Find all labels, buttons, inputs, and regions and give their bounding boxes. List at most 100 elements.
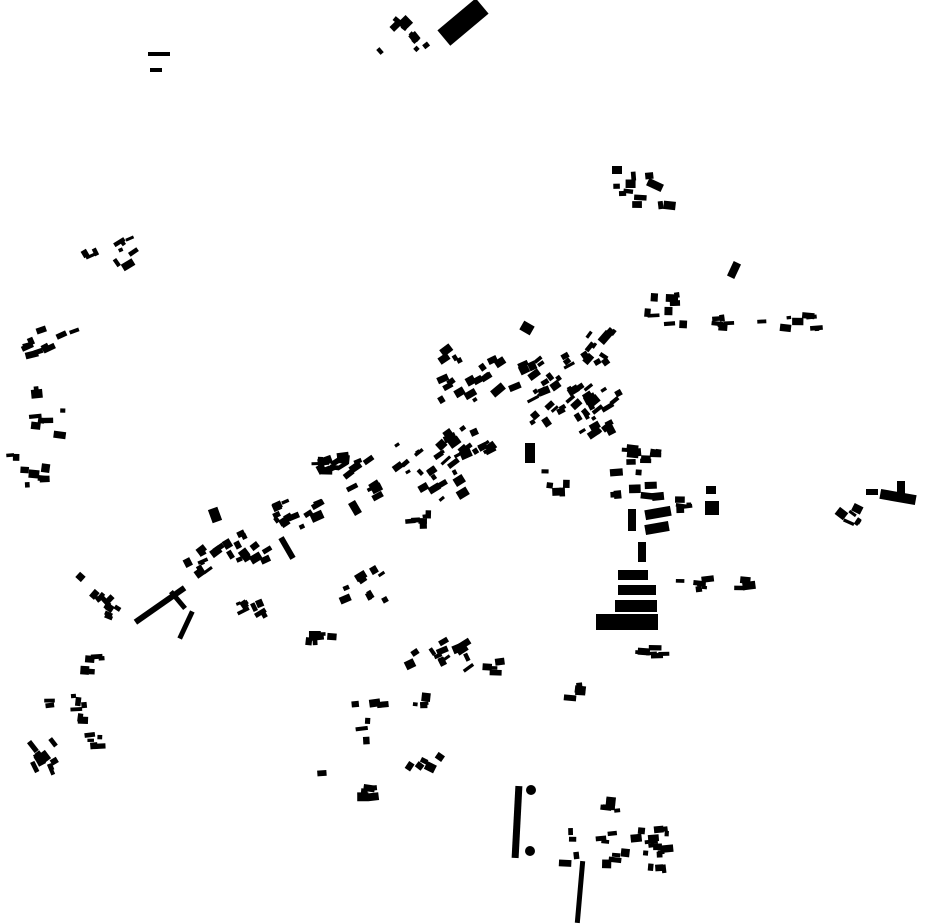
building	[701, 575, 715, 583]
building	[644, 172, 654, 180]
building	[637, 827, 646, 835]
building	[647, 313, 660, 318]
building	[372, 785, 378, 791]
building	[377, 570, 386, 578]
building	[854, 517, 862, 525]
building	[169, 589, 187, 611]
building	[648, 645, 662, 651]
building	[84, 655, 95, 664]
building	[545, 372, 555, 382]
building	[70, 693, 77, 699]
building	[366, 589, 375, 600]
building	[369, 565, 379, 576]
building	[527, 368, 542, 381]
building	[486, 355, 499, 365]
building	[562, 479, 570, 488]
building	[113, 237, 126, 248]
building	[127, 247, 139, 257]
building	[664, 306, 673, 316]
building	[549, 379, 562, 392]
building	[371, 490, 384, 502]
building	[30, 760, 40, 774]
building	[637, 647, 651, 656]
building	[604, 419, 614, 428]
building	[271, 501, 283, 513]
building	[312, 637, 318, 646]
building	[351, 700, 360, 708]
building	[452, 474, 466, 487]
building	[329, 464, 340, 471]
building	[442, 431, 457, 444]
building	[568, 827, 574, 836]
building	[417, 481, 430, 493]
building	[89, 588, 100, 600]
long-building	[278, 536, 296, 560]
building	[519, 320, 535, 336]
building	[6, 453, 15, 458]
building	[414, 761, 425, 771]
building	[675, 496, 685, 503]
building	[582, 352, 595, 366]
building	[879, 488, 917, 506]
building	[591, 342, 598, 349]
building	[404, 760, 415, 772]
building	[647, 863, 654, 871]
buildings-layer	[6, 0, 917, 924]
building	[434, 751, 446, 762]
building	[526, 360, 538, 372]
building	[453, 386, 466, 399]
building	[310, 498, 325, 511]
building	[55, 330, 68, 340]
building	[437, 352, 451, 365]
building	[148, 52, 170, 56]
building	[695, 585, 703, 593]
building	[321, 467, 333, 475]
building	[419, 701, 429, 706]
building	[446, 457, 460, 469]
building	[97, 734, 103, 740]
building	[75, 571, 86, 583]
building	[611, 852, 621, 858]
building	[656, 851, 663, 858]
building	[565, 394, 576, 404]
building	[32, 751, 47, 767]
building	[22, 342, 31, 348]
building	[625, 179, 636, 189]
industrial-building	[596, 614, 658, 630]
building	[40, 463, 51, 474]
building	[628, 509, 636, 531]
building	[584, 341, 595, 353]
building	[597, 329, 613, 345]
building	[630, 171, 637, 181]
building	[44, 698, 55, 703]
building	[456, 645, 469, 656]
building	[430, 473, 438, 481]
building	[462, 662, 475, 673]
building	[27, 740, 39, 754]
building	[366, 786, 373, 791]
building	[635, 469, 642, 476]
building	[848, 509, 857, 518]
building	[834, 506, 849, 521]
building	[600, 401, 615, 413]
building	[317, 456, 324, 463]
building	[28, 469, 40, 479]
building	[425, 465, 438, 477]
building	[712, 316, 722, 322]
building	[630, 833, 643, 843]
building	[425, 510, 432, 519]
building	[546, 482, 554, 489]
building	[605, 425, 617, 437]
building	[463, 652, 471, 662]
building	[74, 696, 82, 707]
building	[583, 383, 594, 392]
building	[593, 358, 602, 367]
building	[508, 381, 522, 393]
building	[628, 484, 641, 494]
building	[640, 458, 652, 464]
building	[576, 682, 583, 692]
building	[649, 448, 657, 457]
building	[447, 435, 462, 449]
building	[462, 442, 473, 453]
building	[595, 835, 607, 842]
